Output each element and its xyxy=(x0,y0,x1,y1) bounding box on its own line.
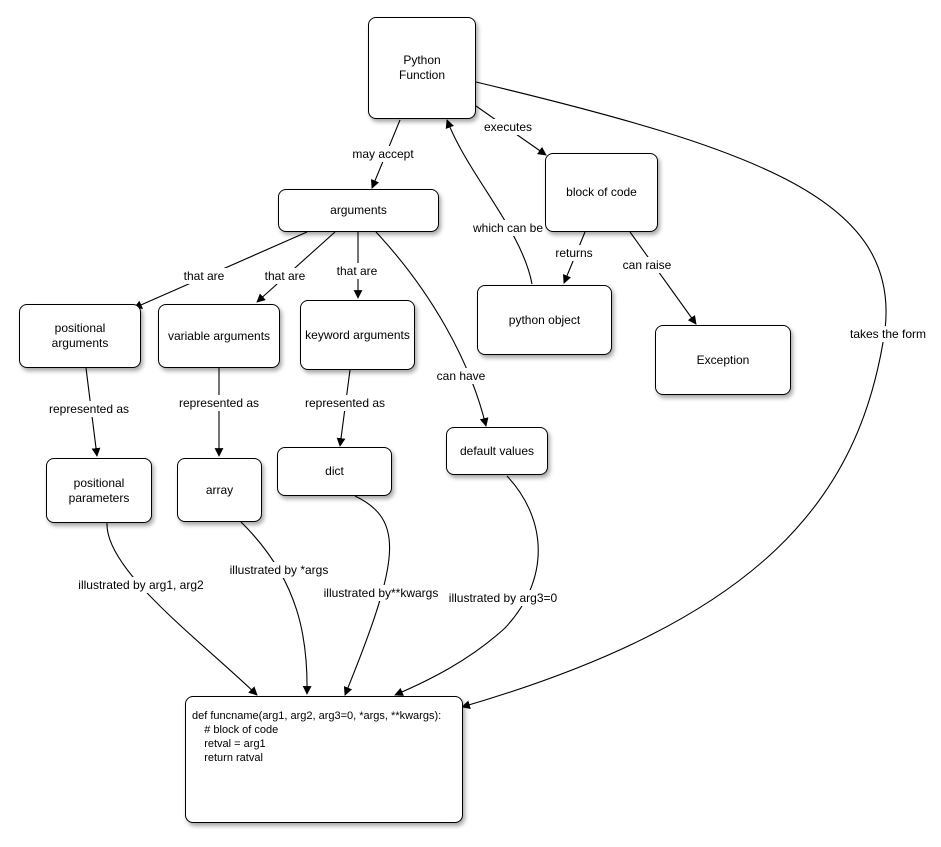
label-represented-as-3: represented as xyxy=(302,395,388,411)
edge-can-raise xyxy=(629,231,697,325)
label-that-are-2: that are xyxy=(262,268,308,284)
node-positional-arguments: positional arguments xyxy=(19,304,141,368)
edge-can-have xyxy=(375,231,489,427)
node-python-function: Python Function xyxy=(368,17,476,119)
label-may-accept: may accept xyxy=(350,146,416,162)
label-that-are-3: that are xyxy=(334,263,380,279)
label-executes: executes xyxy=(481,119,535,135)
edge-illustrated-by-3 xyxy=(343,495,391,696)
code-line: retval = arg1 xyxy=(192,738,266,750)
label-returns: returns xyxy=(553,245,595,261)
label-represented-as-1: represented as xyxy=(46,401,132,417)
node-block-of-code: block of code xyxy=(545,153,658,232)
edge-that-are-2 xyxy=(256,231,336,303)
label-represented-as-2: represented as xyxy=(176,395,262,411)
label-takes-the-form: takes the form xyxy=(847,326,929,342)
node-arguments: arguments xyxy=(278,189,439,232)
label-can-have: can have xyxy=(434,368,488,384)
label-can-raise: can raise xyxy=(620,257,674,273)
code-line: return ratval xyxy=(192,752,263,764)
node-python-object: python object xyxy=(477,285,612,355)
label-illustrated-by-3: illustrated by**kwargs xyxy=(321,585,441,601)
edge-illustrated-by-1 xyxy=(106,522,258,696)
label-illustrated-by-1: illustrated by arg1, arg2 xyxy=(76,577,206,593)
node-array: array xyxy=(177,458,262,522)
node-positional-parameters: positional parameters xyxy=(46,458,152,523)
code-line: # block of code xyxy=(192,724,279,736)
edge-illustrated-by-2 xyxy=(240,521,312,695)
label-illustrated-by-2: illustrated by *args xyxy=(227,562,331,578)
node-variable-arguments: variable arguments xyxy=(158,304,280,368)
node-code-example: def funcname(arg1, arg2, arg3=0, *args, … xyxy=(185,696,463,823)
node-dict: dict xyxy=(277,447,392,496)
label-which-can-be: which can be xyxy=(470,220,546,236)
edge-illustrated-by-4 xyxy=(394,475,539,696)
edge-which-can-be xyxy=(445,119,533,285)
label-illustrated-by-4: illustrated by arg3=0 xyxy=(446,590,560,606)
code-line: def funcname(arg1, arg2, arg3=0, *args, … xyxy=(192,710,442,722)
node-exception: Exception xyxy=(655,325,791,395)
label-that-are-1: that are xyxy=(181,268,227,284)
node-default-values: default values xyxy=(446,427,548,475)
node-keyword-arguments: keyword arguments xyxy=(300,300,415,370)
